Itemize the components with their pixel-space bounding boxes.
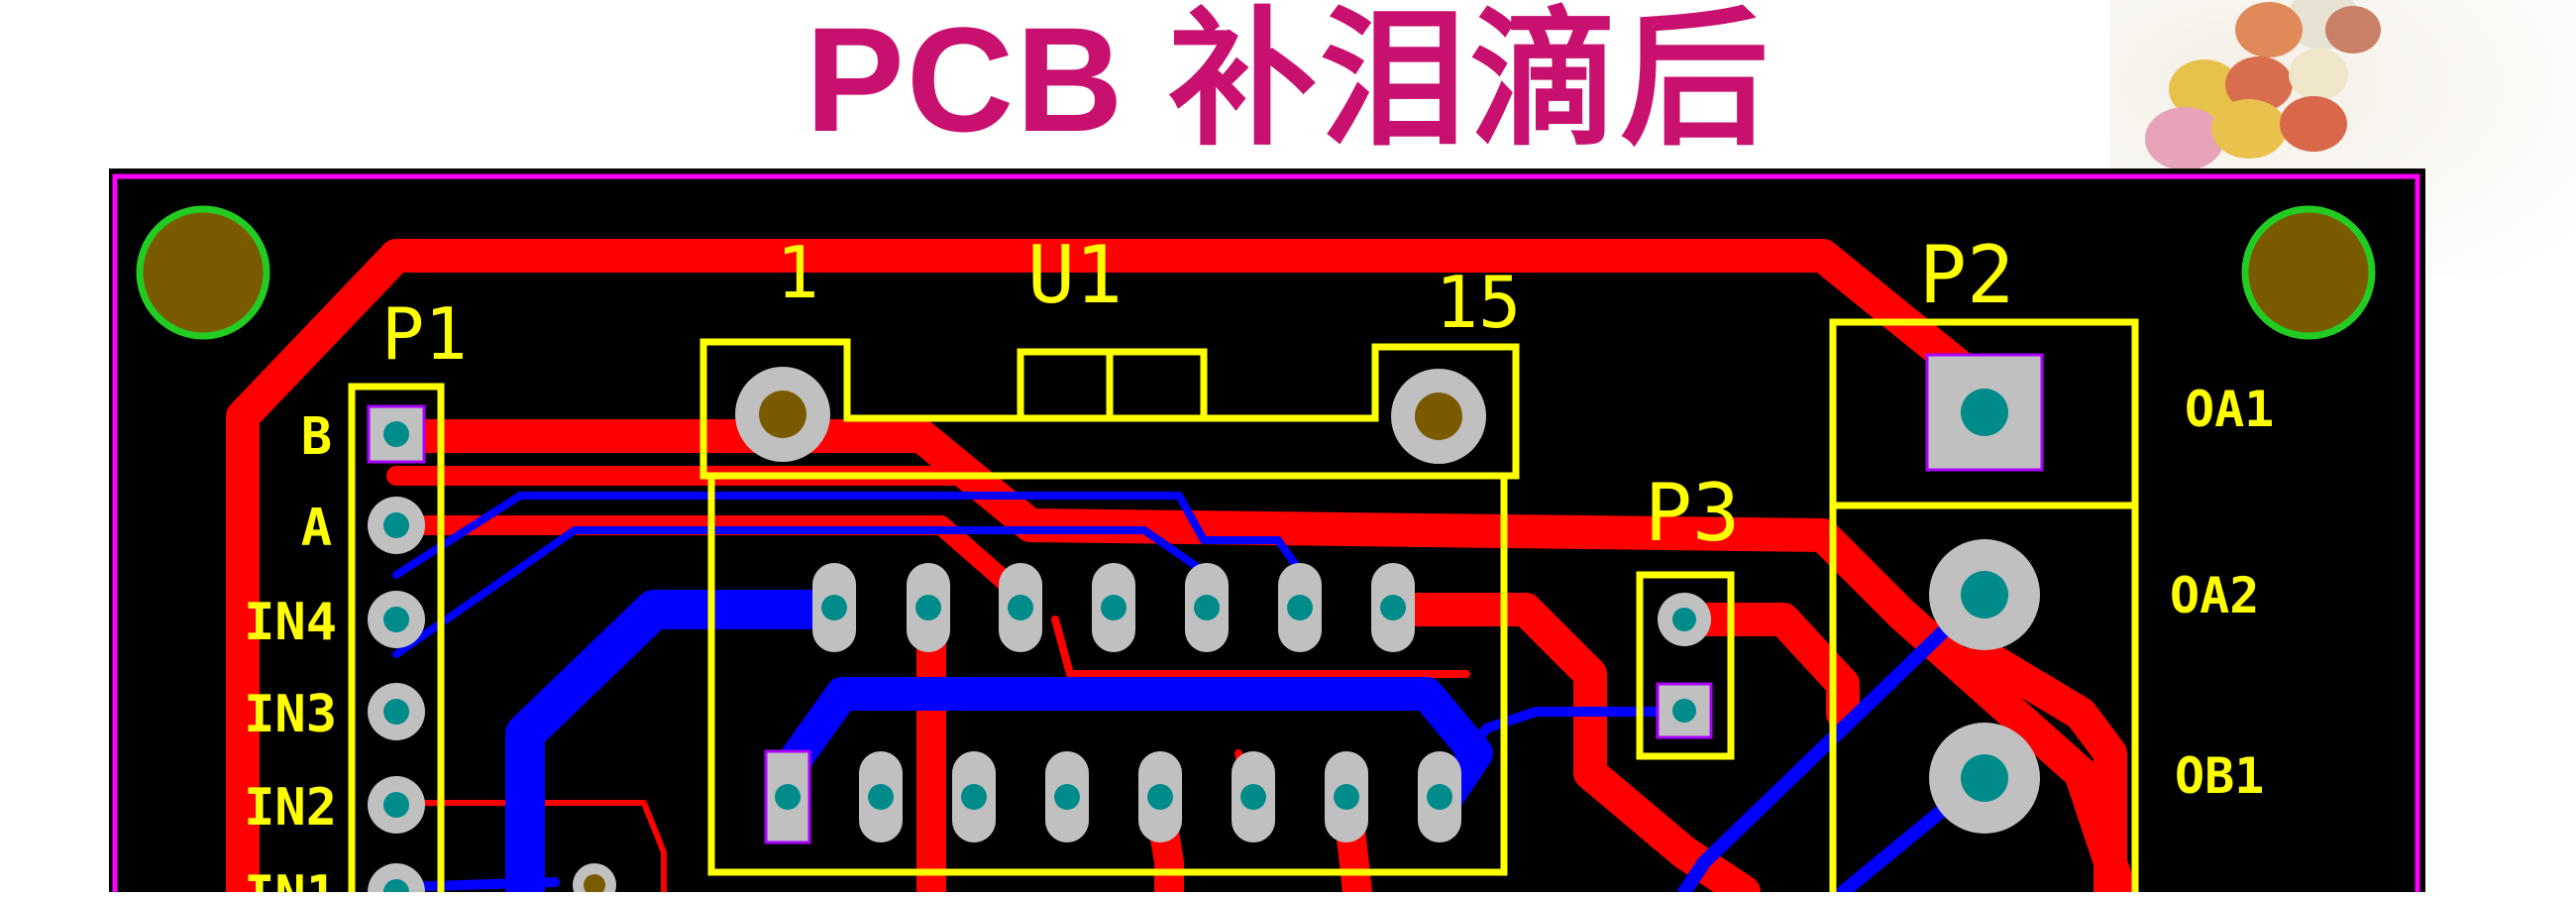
p3-pad-square[interactable] (1656, 682, 1713, 739)
pin-labels: B A IN4 IN3 IN2 IN1 OA1 OA2 OB1 (244, 381, 2274, 897)
pad-hole (1427, 784, 1452, 810)
u1-designator: U1 (1027, 229, 1123, 321)
p2-pin-label: OA1 (2185, 381, 2274, 438)
silkscreen-layer (348, 318, 2139, 897)
pad-hole (868, 784, 894, 810)
silkscreen-text: P1 U1 1 15 P2 P3 (381, 229, 2014, 559)
candy-egg (2280, 96, 2347, 152)
pad-hole (915, 595, 941, 620)
trace-bottom (1677, 588, 1988, 897)
trace-bottom (505, 590, 852, 897)
pad-square[interactable] (367, 404, 426, 464)
pad-hole (1240, 784, 1266, 810)
p2-pin-label: OA2 (2170, 567, 2259, 624)
pad-hole (1961, 389, 2008, 436)
p1-designator: P1 (381, 292, 468, 376)
pad-hole (821, 595, 847, 620)
candy-egg (2325, 6, 2381, 54)
candy-egg (2289, 49, 2348, 100)
pad-hole (1672, 699, 1696, 723)
trace-top (386, 515, 1030, 605)
pad-hole (383, 512, 409, 538)
pad-hole (383, 699, 409, 725)
p3-outline (1636, 571, 1735, 760)
trace-top (379, 419, 2137, 897)
pad-hole (1008, 595, 1033, 620)
trace-bottom (1437, 707, 1689, 803)
decorative-candy-image (2110, 0, 2576, 278)
p1-pin-label: A (301, 499, 332, 558)
trace-top (1051, 616, 1470, 678)
p1-outline (348, 383, 445, 897)
pad-hole (1961, 754, 2008, 802)
candy-egg (2235, 2, 2303, 57)
pad-hole (775, 784, 801, 810)
trace-bottom (392, 526, 1213, 658)
u1-lower-pads (764, 749, 1461, 844)
mounting-hole-right (2241, 205, 2376, 340)
pad-hole (1054, 784, 1080, 810)
p1-pin-label: B (301, 407, 332, 467)
p1-pin-label: IN1 (244, 865, 337, 892)
p2-outline (1829, 318, 2139, 897)
pad-hole (1147, 784, 1173, 810)
p1-pin-label: IN4 (244, 593, 337, 652)
pad-hole (383, 607, 409, 632)
trace-top (1965, 637, 2127, 897)
pad-hole (383, 421, 409, 447)
p2-pin-label: OB1 (2175, 747, 2264, 805)
pad-hole (1672, 608, 1696, 631)
trace-bottom (392, 492, 1307, 579)
pad-hole (1961, 571, 2008, 618)
pad-hole (759, 391, 806, 438)
trace-top (226, 239, 2013, 897)
board-outline (112, 173, 2420, 897)
pad-hole (1415, 392, 1462, 440)
mounting-hole-left (136, 205, 270, 340)
p1-pin-label: IN3 (244, 685, 337, 744)
candy-egg (2225, 56, 2293, 112)
u1-body-outline (707, 472, 1508, 876)
page-title: PCB 补泪滴后 (805, 0, 1771, 163)
p2-designator: P2 (1919, 229, 2014, 321)
via-hole (584, 874, 605, 896)
candy-egg (2169, 59, 2240, 119)
candy-egg (2145, 107, 2224, 170)
candy-egg (2211, 99, 2287, 159)
pad-hole (961, 784, 987, 810)
p1-pin-label: IN2 (244, 778, 337, 838)
u1-pin-15-label: 15 (1436, 261, 1522, 344)
pad-hole (1334, 784, 1359, 810)
p3-designator: P3 (1645, 467, 1740, 559)
pad-hole (383, 792, 409, 818)
pad-hole (1287, 595, 1313, 620)
pad-hole (1194, 595, 1220, 620)
u1-pin-1-label: 1 (776, 231, 818, 314)
pad-hole (1380, 595, 1406, 620)
u1-upper-pads (812, 563, 1415, 652)
p1-pads (367, 404, 426, 897)
u1-key (1106, 348, 1208, 422)
pad-hole (1101, 595, 1127, 620)
